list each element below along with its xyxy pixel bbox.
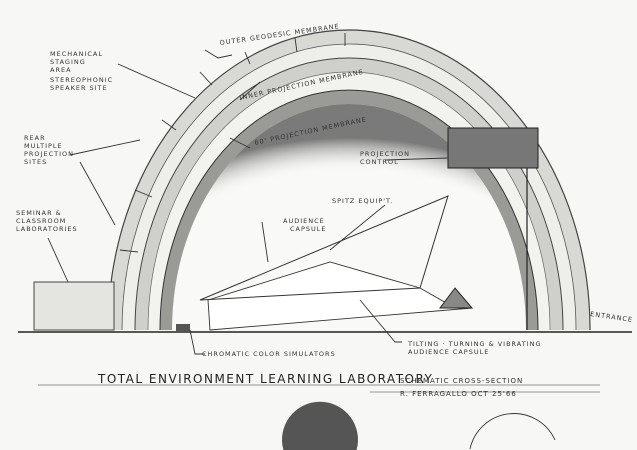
label-projection-control-2: CONTROL <box>360 158 399 166</box>
seminar-building <box>33 281 115 331</box>
label-rear-4: SITES <box>24 158 47 166</box>
arc-sketch <box>469 413 556 450</box>
label-seminar-1: SEMINAR & <box>16 209 62 217</box>
leader-lines <box>38 49 600 393</box>
author-date: R. FERRAGALLO OCT 25'66 <box>400 390 517 398</box>
label-spitz: SPITZ EQUIP'T. <box>332 197 393 205</box>
label-seminar-2: CLASSROOM <box>16 217 66 225</box>
label-mechanical-1: MECHANICAL <box>50 50 103 58</box>
label-seminar-3: LABORATORIES <box>16 225 78 233</box>
label-tilting-2: AUDIENCE CAPSULE <box>408 348 489 356</box>
label-projection-control-1: PROJECTION <box>360 150 410 158</box>
drawing-subtitle: SCHEMATIC CROSS-SECTION <box>400 377 523 385</box>
label-speaker-2: SPEAKER SITE <box>50 84 108 92</box>
chromatic-simulator-unit <box>176 324 190 331</box>
label-mechanical-3: AREA <box>50 66 72 74</box>
sphere-sketch <box>282 401 358 450</box>
label-rear-1: REAR <box>24 134 46 142</box>
dome-shading <box>172 104 526 330</box>
label-entrance: ENTRANCE <box>590 310 634 324</box>
projection-control-booth <box>447 127 539 169</box>
audience-capsule-ramp <box>199 195 449 301</box>
stairs <box>439 287 474 309</box>
label-tilting-1: TILTING · TURNING & VIBRATING <box>407 340 542 348</box>
label-speaker-1: STEREOPHONIC <box>50 76 113 84</box>
geodesic-struts <box>119 33 346 253</box>
drawing-title: TOTAL ENVIRONMENT LEARNING LABORATORY <box>97 372 433 386</box>
label-rear-3: PROJECTION <box>24 150 74 158</box>
label-rear-2: MULTIPLE <box>24 142 63 150</box>
label-chromatic: CHROMATIC COLOR SIMULATORS <box>202 350 336 358</box>
label-mechanical-2: STAGING <box>50 58 86 66</box>
label-audience-2: CAPSULE <box>290 225 327 233</box>
ground-and-structures <box>18 127 632 333</box>
label-audience-1: AUDIENCE <box>283 217 325 225</box>
dome-shells <box>107 29 591 331</box>
